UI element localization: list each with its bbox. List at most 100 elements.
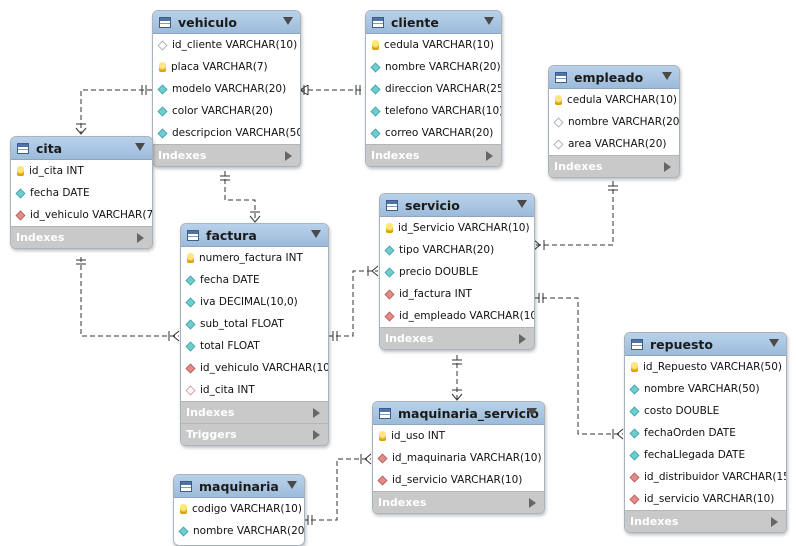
table-empleado[interactable]: empleado cedula VARCHAR(10)nombre VARCHA… <box>548 65 680 178</box>
column-row[interactable]: area VARCHAR(20) <box>549 133 679 155</box>
section-label: Triggers <box>186 428 237 441</box>
section-indexes[interactable]: Indexes <box>11 226 152 248</box>
column-row[interactable]: id_uso INT <box>373 425 544 447</box>
column-row[interactable]: nombre VARCHAR(20) <box>549 111 679 133</box>
primary-key-icon <box>17 166 24 176</box>
column-row[interactable]: id_factura INT <box>380 283 534 305</box>
column-row[interactable]: nombre VARCHAR(20) <box>366 56 501 78</box>
column-row[interactable]: id_vehiculo VARCHAR(10) <box>181 357 328 379</box>
column-row[interactable]: direccion VARCHAR(25) <box>366 78 501 100</box>
table-header[interactable]: repuesto <box>625 333 786 356</box>
column-row[interactable]: id_Servicio VARCHAR(10) <box>380 217 534 239</box>
expand-arrow-icon[interactable] <box>519 334 526 344</box>
table-vehiculo[interactable]: vehiculo id_cliente VARCHAR(10)placa VAR… <box>152 10 301 167</box>
table-header[interactable]: empleado <box>549 66 679 89</box>
column-row[interactable]: numero_factura INT <box>181 247 328 269</box>
section-indexes[interactable]: Indexes <box>373 491 544 513</box>
section-indexes[interactable]: Indexes <box>366 144 501 166</box>
column-row[interactable]: modelo VARCHAR(20) <box>153 78 300 100</box>
column-row[interactable]: nombre VARCHAR(20) <box>174 520 304 542</box>
relation-servicio-repuesto[interactable] <box>534 297 623 435</box>
column-row[interactable]: id_Repuesto VARCHAR(50) <box>625 356 786 378</box>
expand-arrow-icon[interactable] <box>313 408 320 418</box>
relation-vehiculo-cita[interactable] <box>80 89 152 134</box>
column-row[interactable]: id_cliente VARCHAR(10) <box>153 34 300 56</box>
table-maquinaria[interactable]: maquinaria codigo VARCHAR(10)nombre VARC… <box>173 474 305 546</box>
table-header[interactable]: cita <box>11 137 152 160</box>
relation-factura-servicio[interactable] <box>328 270 378 337</box>
collapse-arrow-icon[interactable] <box>517 200 527 208</box>
one-marker <box>76 259 86 265</box>
column-row[interactable]: tipo VARCHAR(20) <box>380 239 534 261</box>
relation-empleado-servicio[interactable] <box>534 181 614 246</box>
collapse-arrow-icon[interactable] <box>283 17 293 25</box>
column-row[interactable]: total FLOAT <box>181 335 328 357</box>
expand-arrow-icon[interactable] <box>285 151 292 161</box>
column-row[interactable]: id_cita INT <box>181 379 328 401</box>
column-row[interactable]: id_maquinaria VARCHAR(10) <box>373 447 544 469</box>
column-label: numero_factura INT <box>199 252 303 264</box>
column-row[interactable]: costo DOUBLE <box>625 400 786 422</box>
section-indexes[interactable]: Indexes <box>625 510 786 532</box>
expand-arrow-icon[interactable] <box>664 162 671 172</box>
column-row[interactable]: descripcion VARCHAR(50) <box>153 122 300 144</box>
column-row[interactable]: id_servicio VARCHAR(10) <box>373 469 544 491</box>
column-row[interactable]: id_vehiculo VARCHAR(7) <box>11 204 152 226</box>
column-row[interactable]: nombre VARCHAR(50) <box>625 378 786 400</box>
table-cliente[interactable]: cliente cedula VARCHAR(10)nombre VARCHAR… <box>365 10 502 167</box>
column-icon <box>384 267 395 277</box>
column-row[interactable]: telefono VARCHAR(10) <box>366 100 501 122</box>
expand-arrow-icon[interactable] <box>486 151 493 161</box>
table-repuesto[interactable]: repuesto id_Repuesto VARCHAR(50)nombre V… <box>624 332 787 533</box>
column-row[interactable]: cedula VARCHAR(10) <box>366 34 501 56</box>
section-indexes[interactable]: Indexes <box>549 155 679 177</box>
expand-arrow-icon[interactable] <box>313 430 320 440</box>
column-row[interactable]: iva DECIMAL(10,0) <box>181 291 328 313</box>
column-row[interactable]: sub_total FLOAT <box>181 313 328 335</box>
collapse-arrow-icon[interactable] <box>484 17 494 25</box>
column-icon <box>157 128 168 138</box>
table-header[interactable]: cliente <box>366 11 501 34</box>
table-header[interactable]: maquinaria_servicio <box>373 402 544 425</box>
collapse-arrow-icon[interactable] <box>287 481 297 489</box>
collapse-arrow-icon[interactable] <box>311 230 321 238</box>
table-name: repuesto <box>650 336 713 352</box>
expand-arrow-icon[interactable] <box>771 517 778 527</box>
column-row[interactable]: fechaOrden DATE <box>625 422 786 444</box>
column-row[interactable]: id_cita INT <box>11 160 152 182</box>
table-header[interactable]: factura <box>181 224 328 247</box>
column-row[interactable]: id_distribuidor VARCHAR(15) <box>625 466 786 488</box>
relation-maquinaria-maquinaria-servicio[interactable] <box>303 458 371 521</box>
section-indexes[interactable]: Indexes <box>380 327 534 349</box>
collapse-arrow-icon[interactable] <box>527 408 537 416</box>
column-row[interactable]: placa VARCHAR(7) <box>153 56 300 78</box>
section-triggers[interactable]: Triggers <box>181 423 328 445</box>
column-row[interactable]: cedula VARCHAR(10) <box>549 89 679 111</box>
collapse-arrow-icon[interactable] <box>662 72 672 80</box>
column-row[interactable]: correo VARCHAR(20) <box>366 122 501 144</box>
table-header[interactable]: servicio <box>380 194 534 217</box>
column-row[interactable]: id_empleado VARCHAR(10) <box>380 305 534 327</box>
collapse-arrow-icon[interactable] <box>135 143 145 151</box>
column-row[interactable]: fecha DATE <box>181 269 328 291</box>
table-servicio[interactable]: servicio id_Servicio VARCHAR(10)tipo VAR… <box>379 193 535 350</box>
table-icon <box>17 142 29 154</box>
relation-vehiculo-factura[interactable] <box>224 171 256 222</box>
table-header[interactable]: maquinaria <box>174 475 304 498</box>
column-row[interactable]: codigo VARCHAR(10) <box>174 498 304 520</box>
collapse-arrow-icon[interactable] <box>769 339 779 347</box>
column-row[interactable]: fechaLlegada DATE <box>625 444 786 466</box>
column-row[interactable]: color VARCHAR(20) <box>153 100 300 122</box>
section-indexes[interactable]: Indexes <box>153 144 300 166</box>
section-indexes[interactable]: Indexes <box>181 401 328 423</box>
column-row[interactable]: precio DOUBLE <box>380 261 534 283</box>
relation-cita-factura[interactable] <box>80 257 179 337</box>
expand-arrow-icon[interactable] <box>529 498 536 508</box>
column-row[interactable]: fecha DATE <box>11 182 152 204</box>
column-row[interactable]: id_servicio VARCHAR(10) <box>625 488 786 510</box>
table-header[interactable]: vehiculo <box>153 11 300 34</box>
expand-arrow-icon[interactable] <box>137 233 144 243</box>
